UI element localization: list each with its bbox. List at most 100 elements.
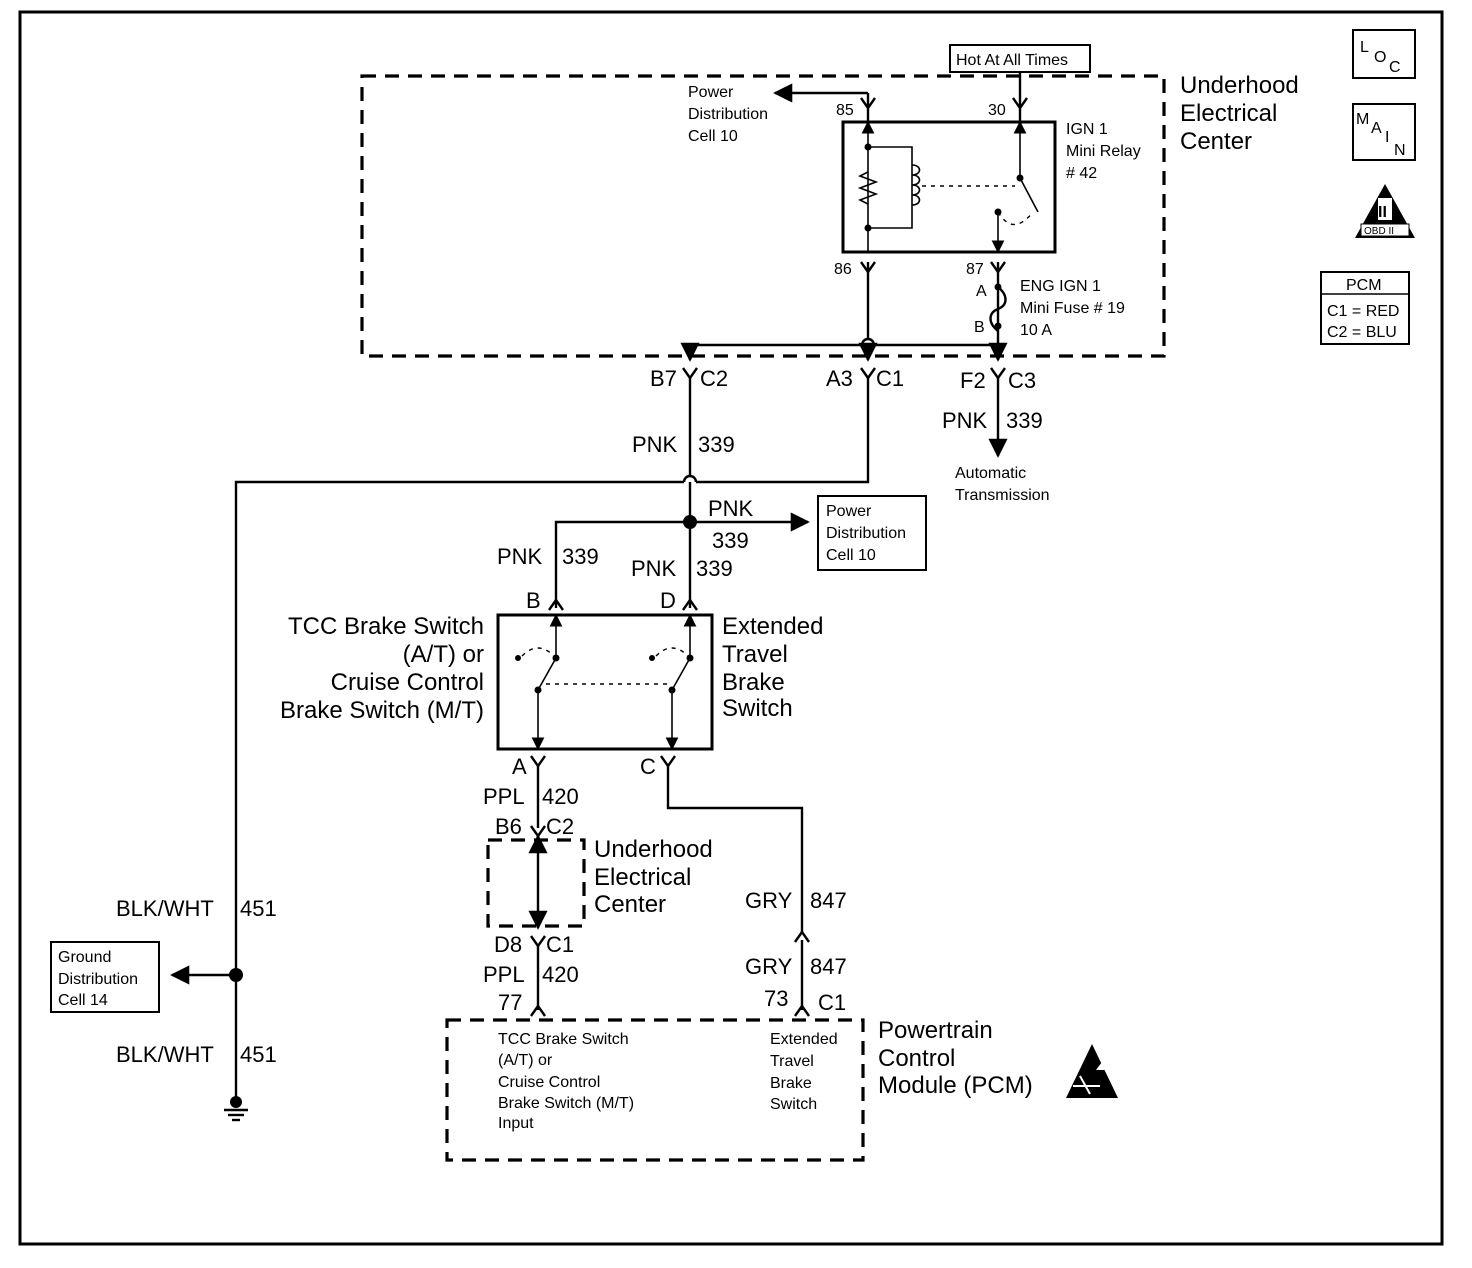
svg-text:Module (PCM): Module (PCM): [878, 1072, 1033, 1099]
conn-c1-top: C1: [876, 366, 904, 391]
fuse-term-b: B: [974, 319, 985, 336]
pcm-pin-77: 77: [498, 990, 522, 1015]
brake-pin-a: A: [512, 754, 527, 779]
svg-text:Cell 14: Cell 14: [58, 992, 108, 1009]
svg-text:I: I: [1385, 129, 1389, 146]
relay-label: IGN 1 Mini Relay # 42: [1066, 121, 1141, 182]
tcc-brake-switch-contact: [515, 613, 563, 751]
esd-warning-icon: [1066, 1044, 1118, 1098]
brake-switch-left-label: TCC Brake Switch (A/T) or Cruise Control…: [280, 613, 484, 724]
fuse-label: ENG IGN 1 Mini Fuse # 19 10 A: [1020, 278, 1125, 339]
wire-pnk-339-main: PNK 339: [632, 432, 735, 457]
svg-text:PPL: PPL: [483, 962, 525, 987]
relay-coil: [857, 120, 1015, 252]
automatic-transmission-label: Automatic Transmission: [955, 465, 1050, 504]
svg-text:Distribution: Distribution: [688, 106, 768, 123]
conn-d8: D8: [494, 932, 522, 957]
svg-text:451: 451: [240, 896, 277, 921]
conn-f2: F2: [960, 368, 986, 393]
svg-text:C: C: [1389, 59, 1401, 76]
svg-text:Switch: Switch: [770, 1096, 817, 1113]
svg-text:Brake Switch (M/T): Brake Switch (M/T): [498, 1095, 634, 1112]
svg-text:Power: Power: [688, 84, 734, 101]
brake-pin-c: C: [640, 754, 656, 779]
svg-text:Switch: Switch: [722, 695, 793, 722]
svg-text:420: 420: [542, 784, 579, 809]
fuse-term-a: A: [976, 283, 987, 300]
pcm-pin-73: 73: [764, 986, 788, 1011]
svg-text:Underhood: Underhood: [1180, 72, 1299, 99]
brake-switch-right-label: Extended Travel Brake Switch: [722, 613, 823, 722]
main-icon: M A I N: [1352, 103, 1416, 161]
svg-text:PNK: PNK: [497, 544, 543, 569]
svg-text:Power: Power: [826, 503, 872, 520]
wire-blk-wht-451-top: BLK/WHT 451: [116, 896, 277, 921]
svg-text:PNK: PNK: [708, 496, 754, 521]
svg-text:Electrical: Electrical: [1180, 100, 1277, 127]
svg-text:BLK/WHT: BLK/WHT: [116, 1042, 214, 1067]
power-distribution-box: Power Distribution Cell 10: [817, 495, 927, 571]
svg-text:Brake Switch (M/T): Brake Switch (M/T): [280, 697, 484, 724]
svg-text:Center: Center: [594, 891, 666, 918]
svg-text:BLK/WHT: BLK/WHT: [116, 896, 214, 921]
pcm-right-input-label: Extended Travel Brake Switch: [770, 1031, 838, 1113]
wire-ppl-420-bot: PPL 420: [483, 962, 579, 987]
relay-contact: [991, 120, 1039, 254]
wire-gry-847-bot: GRY 847: [745, 954, 847, 979]
svg-text:Automatic: Automatic: [955, 465, 1026, 482]
svg-text:Distribution: Distribution: [826, 525, 906, 542]
svg-text:(A/T) or: (A/T) or: [498, 1052, 553, 1069]
svg-text:Cell 10: Cell 10: [688, 128, 738, 145]
svg-text:PPL: PPL: [483, 784, 525, 809]
svg-text:Powertrain: Powertrain: [878, 1017, 993, 1044]
svg-text:847: 847: [810, 954, 847, 979]
conn-c3: C3: [1008, 368, 1036, 393]
svg-text:C2 = BLU: C2 = BLU: [1327, 324, 1397, 341]
svg-text:N: N: [1394, 142, 1406, 159]
page-border: [18, 10, 1444, 1246]
svg-text:Cell 10: Cell 10: [826, 547, 876, 564]
ign1-mini-relay: [841, 120, 1057, 254]
svg-text:Travel: Travel: [770, 1053, 814, 1070]
wire-gry-847-top: GRY 847: [745, 888, 847, 913]
svg-text:PNK: PNK: [942, 408, 988, 433]
relay-pin-30: 30: [988, 102, 1006, 119]
svg-text:ENG IGN 1: ENG IGN 1: [1020, 278, 1101, 295]
svg-text:Underhood: Underhood: [594, 836, 713, 863]
svg-text:IGN 1: IGN 1: [1066, 121, 1108, 138]
svg-text:Ground: Ground: [58, 949, 111, 966]
pcm-boundary: [445, 1018, 865, 1162]
svg-text:Distribution: Distribution: [58, 971, 138, 988]
wire-pnk-339-d: PNK 339: [631, 556, 733, 581]
svg-text:Cruise Control: Cruise Control: [498, 1074, 600, 1091]
conn-c2-mid: C2: [546, 814, 574, 839]
svg-text:GRY: GRY: [745, 954, 793, 979]
uec-mid-title: Underhood Electrical Center: [594, 836, 713, 918]
svg-text:PNK: PNK: [632, 432, 678, 457]
svg-text:339: 339: [698, 432, 735, 457]
svg-text:OBD II: OBD II: [1364, 226, 1394, 237]
svg-text:10 A: 10 A: [1020, 322, 1052, 339]
uec-top-boundary: [360, 74, 1166, 358]
svg-text:M: M: [1356, 111, 1369, 128]
wire-blk-wht-451-bot: BLK/WHT 451: [116, 1042, 277, 1067]
svg-text:L: L: [1360, 39, 1369, 56]
extended-travel-switch-contact: [649, 613, 697, 751]
svg-text:C1 = RED: C1 = RED: [1327, 303, 1399, 320]
svg-text:Travel: Travel: [722, 641, 788, 668]
brake-switch-assembly: [496, 613, 714, 751]
svg-text:Input: Input: [498, 1115, 534, 1132]
hot-at-all-times-label: Hot At All Times: [949, 44, 1091, 73]
svg-text:O: O: [1374, 49, 1386, 66]
conn-c1-mid: C1: [546, 932, 574, 957]
svg-text:A: A: [1371, 120, 1382, 137]
svg-text:II: II: [1378, 204, 1387, 221]
svg-text:Control: Control: [878, 1045, 955, 1072]
svg-text:(A/T) or: (A/T) or: [403, 641, 484, 668]
pcm-title: Powertrain Control Module (PCM): [878, 1017, 1033, 1099]
svg-text:PNK: PNK: [631, 556, 677, 581]
svg-text:Mini Fuse # 19: Mini Fuse # 19: [1020, 300, 1125, 317]
brake-pin-b: B: [526, 588, 541, 613]
ground-icon: [224, 1096, 248, 1122]
